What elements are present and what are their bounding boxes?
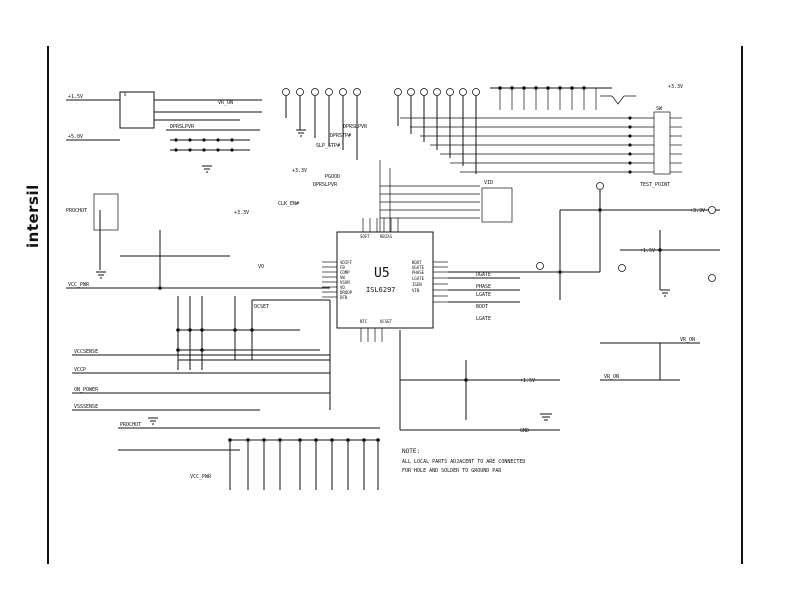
output-stage: UGATE PHASE LGATE BOOT LGATE +3.3V +1.5V… (399, 182, 720, 434)
vid-bus-wires (379, 160, 513, 232)
switch-ic-label: U (124, 92, 127, 97)
net-label-vr-on-top: VR_ON (218, 100, 233, 106)
controller-ic-u5: U5 ISL6297 VDI (322, 218, 448, 342)
switch-test-point-label: TEST_POINT (640, 182, 670, 188)
net-label-lgate2-out: LGATE (476, 316, 491, 322)
pin-label-droop: DROOP (340, 290, 353, 295)
net-label-v33-mid: +3.3V (292, 168, 307, 174)
net-label-ugate-out: UGATE (476, 272, 491, 278)
net-label-vr-on-input: VR_ON (604, 374, 619, 380)
net-label-v15-bottom: +1.5V (520, 378, 535, 384)
pin-label-vin: VIN (412, 288, 420, 293)
pin-label-ugate: UGATE (412, 265, 425, 270)
note-line-1: ALL LOCAL PARTS ADJACENT TO ARE CONNECTE… (402, 459, 525, 465)
vr-on-input: VR_ON VR_ON (600, 337, 700, 381)
left-border-rail (47, 46, 49, 564)
net-label-pgood: PGOOD (325, 174, 340, 180)
net-label-dprslpvr: DPRSLPVR (343, 124, 368, 130)
net-label-prochot: PROCHOT (66, 208, 87, 214)
top-test-point-row: +3.3V (282, 84, 683, 174)
pin-label-ntc: NTC (360, 319, 368, 324)
net-label-on-power: ON_POWER (74, 387, 99, 393)
pin-label-comp: COMP (340, 270, 350, 275)
pin-label-lgate: LGATE (412, 276, 425, 281)
right-border-rail (741, 46, 743, 564)
net-label-vccp: VCCP (74, 367, 86, 373)
net-label-v33-left: +3.3V (234, 210, 249, 216)
net-label-v33-right: +3.3V (690, 208, 705, 214)
net-label-slpstp: SLP_STP# (316, 143, 340, 149)
net-label-ocset-left: OCSET (254, 304, 269, 310)
net-label-dprstp: DPRSTP# (330, 133, 351, 139)
pin-label-vdiff: VDIFF (340, 260, 353, 265)
vid-bus-label: VID (484, 180, 493, 186)
bottom-capacitor-row: VCC_PWR PROCHOT (118, 422, 380, 490)
pin-label-vw: VW (340, 275, 345, 280)
net-label-v15-top: +1.5V (68, 94, 83, 100)
note-title: NOTE: (402, 448, 420, 455)
net-label-v15-right: +1.5V (640, 248, 655, 254)
note-block: NOTE: ALL LOCAL PARTS ADJACENT TO ARE CO… (402, 448, 525, 474)
vid-dip-switch-block: SW TEST_POINT (400, 106, 682, 188)
net-label-vcc-pwr: VCC_PWR (68, 282, 90, 288)
net-label-vcc-pwr-bottom: VCC_PWR (190, 474, 212, 480)
note-line-2: FOR HOLE AND SOLDER TO GROUND PAD (402, 468, 501, 474)
net-label-prochot-bottom: PROCHOT (120, 422, 141, 428)
pin-label-ocset: OCSET (380, 319, 393, 324)
ic-designator: U5 (374, 266, 390, 281)
net-label-gnd-bottom: GND (520, 428, 529, 434)
net-label-vo-left: VO (258, 264, 264, 270)
pin-label-soft: SOFT (360, 234, 370, 239)
ground-symbols (96, 129, 670, 425)
pin-label-fb: FB (340, 265, 345, 270)
net-label-dprslpvr-left: DPRSLPVR (170, 124, 195, 130)
net-label-vsssense: VSSSENSE (74, 404, 98, 410)
net-label-vr-on: VR_ON (680, 337, 695, 343)
sense-inputs: VCCSENSE VCCP ON_POWER VSSSENSE (72, 300, 331, 411)
pin-label-vo: VO (340, 285, 345, 290)
net-label-clken: CLK_EN# (278, 201, 299, 207)
net-label-lgate-out: LGATE (476, 292, 491, 298)
net-label-dpslpvr: DPRSLPVR (313, 182, 338, 188)
pin-label-rbias: RBIAS (380, 234, 393, 239)
net-label-boot-out: BOOT (476, 304, 488, 310)
net-label-v5: +5.0V (68, 134, 83, 140)
pin-label-boot: BOOT (412, 260, 422, 265)
pin-label-dfb: DFB (340, 295, 348, 300)
net-label-v33-top: +3.3V (668, 84, 683, 90)
net-label-phase-out: PHASE (476, 284, 491, 290)
switch-header-label: SW (656, 106, 663, 112)
pin-label-vsum: VSUM (340, 280, 350, 285)
left-passives: VCC_PWR PROCHOT +3.3V OCSET VO (66, 193, 330, 370)
top-left-power-section: +1.5V +5.0V U DPRSLPVR VR_ON (66, 91, 262, 152)
pin-label-isen: ISEN (412, 282, 422, 287)
ic-part-number: ISL6297 (366, 286, 396, 294)
net-label-vccsense: VCCSENSE (74, 349, 98, 355)
pin-label-phase: PHASE (412, 270, 425, 275)
